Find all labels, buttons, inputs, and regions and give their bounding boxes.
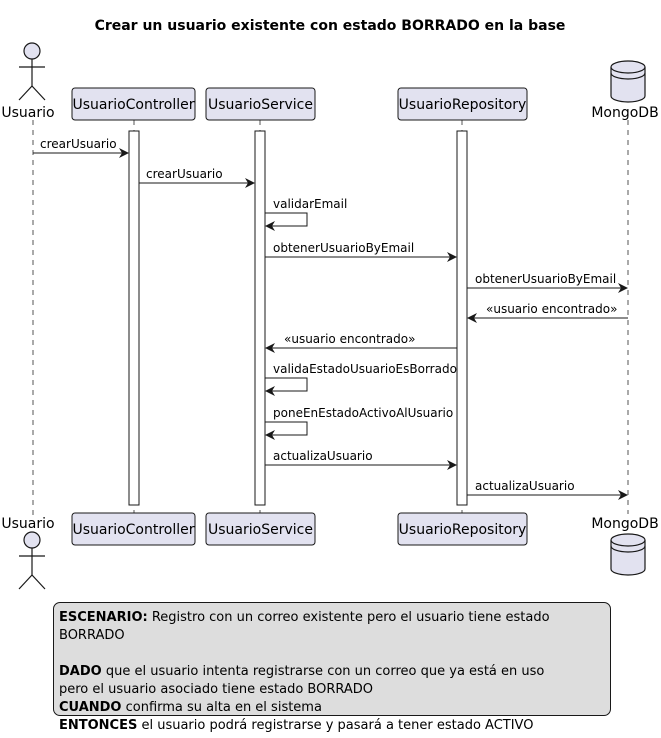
participant-controller-box-top [71,87,196,121]
participant-controller-label-top: UsuarioController [72,97,194,113]
activation-repository [456,130,468,506]
participant-repository-box-top [397,87,528,121]
actor-usuario-label-top: Usuario [1,105,54,121]
scenario-note: ESCENARIO: Registro con un correo existe… [53,602,611,733]
activation-service [254,130,266,506]
participant-repository-label-bottom: UsuarioRepository [399,522,527,538]
message-label-5: obtenerUsuarioByEmail [475,272,616,286]
message-label-1: crearUsuario [40,137,117,151]
message-label-2: crearUsuario [146,167,223,181]
message-label-10: actualizaUsuario [273,449,373,463]
database-mongodb-label-top: MongoDB [591,105,658,121]
message-arrow-9 [265,421,308,440]
participant-controller-label-bottom: UsuarioController [72,522,194,538]
participant-service-label-bottom: UsuarioService [208,522,313,538]
actor-usuario-bottom [18,531,46,590]
message-label-11: actualizaUsuario [475,479,575,493]
note-escenario-text: Registro con un correo existente pero el… [59,610,550,643]
note-line-cuando: CUANDO confirma su alta en el sistema [59,699,605,717]
message-label-4: obtenerUsuarioByEmail [273,241,414,255]
message-label-9: poneEnEstadoActivoAlUsuario [273,406,453,420]
note-escenario-key: ESCENARIO: [59,610,148,625]
actor-usuario-label-bottom: Usuario [1,516,54,532]
message-label-6: «usuario encontrado» [486,302,617,316]
participant-service-box-bottom [205,512,316,546]
note-dado-key: DADO [59,664,102,679]
note-line-entonces: ENTONCES el usuario podrá registrarse y … [59,717,605,735]
message-arrow-8 [265,377,308,396]
database-mongodb-bottom [610,533,646,576]
actor-usuario-top [18,42,46,101]
note-line-dado: DADO que el usuario intenta registrarse … [59,663,605,681]
message-label-8: validaEstadoUsuarioEsBorrado [273,362,457,376]
participant-service-box-top [205,87,316,121]
message-label-7: «usuario encontrado» [284,332,415,346]
note-dado-text-2: pero el usuario asociado tiene estado BO… [59,682,373,697]
note-dado-text-1: que el usuario intenta registrarse con u… [101,664,545,679]
diagram-title: Crear un usuario existente con estado BO… [95,18,566,34]
note-entonces-key: ENTONCES [59,718,138,733]
participant-repository-box-bottom [397,512,528,546]
participant-service-label-top: UsuarioService [208,97,313,113]
note-spacer [59,645,605,663]
note-line-escenario: ESCENARIO: Registro con un correo existe… [59,609,605,645]
message-arrow-3 [265,212,308,231]
participant-controller-box-bottom [71,512,196,546]
note-cuando-key: CUANDO [59,700,122,715]
note-cuando-text: confirma su alta en el sistema [121,700,322,715]
participant-repository-label-top: UsuarioRepository [399,97,527,113]
database-mongodb-top [610,60,646,103]
note-line-dado-2: pero el usuario asociado tiene estado BO… [59,681,605,699]
message-label-3: validarEmail [273,197,347,211]
database-mongodb-label-bottom: MongoDB [591,516,658,532]
activation-controller [128,130,140,506]
note-entonces-text: el usuario podrá registrarse y pasará a … [137,718,534,733]
